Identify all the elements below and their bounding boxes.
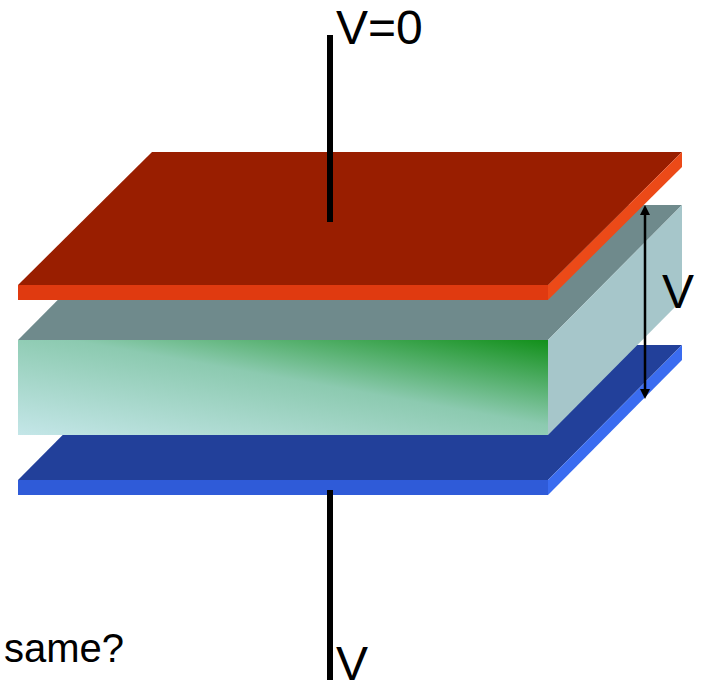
top-wire <box>327 35 333 222</box>
voltage-arrow <box>644 210 647 394</box>
bottom-wire <box>327 490 333 680</box>
voltage-label: V <box>662 268 694 316</box>
potential-label: V <box>336 640 368 688</box>
potential-label: V=0 <box>336 4 423 52</box>
top-plate <box>18 152 682 300</box>
question-text: same? <box>4 628 124 668</box>
